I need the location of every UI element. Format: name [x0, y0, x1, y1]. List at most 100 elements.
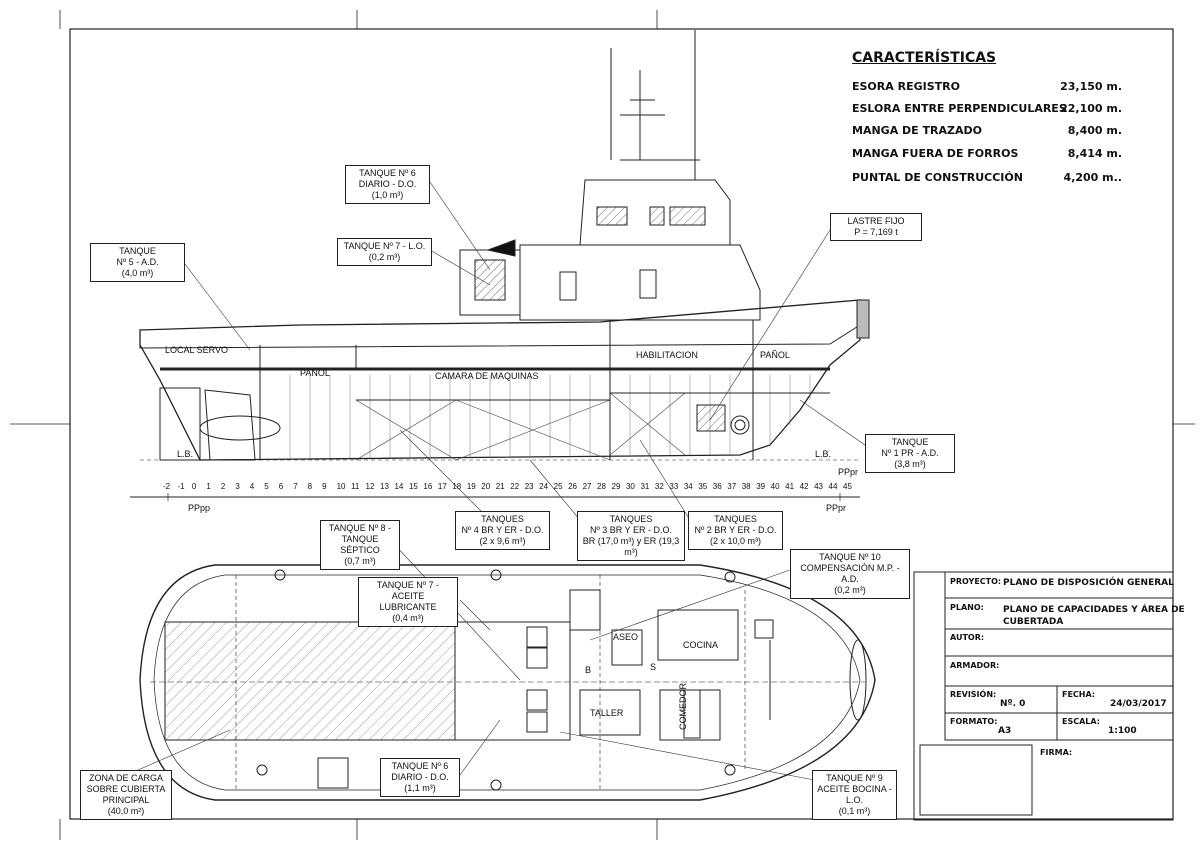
- title-block-frame: [913, 571, 1174, 821]
- tb-plano-label: PLANO:: [950, 603, 984, 612]
- frame-number: 39: [756, 482, 766, 491]
- frame-number: -2: [163, 482, 171, 491]
- frame-number: 10: [336, 482, 346, 491]
- room-aseo: ASEO: [613, 632, 639, 642]
- frame-number: 36: [712, 482, 722, 491]
- frame-number: 37: [727, 482, 737, 491]
- frame-number: 15: [408, 482, 418, 491]
- tb-firma-label: FIRMA:: [1040, 748, 1073, 757]
- frame-number: 31: [640, 482, 650, 491]
- characteristics-title: CARACTERÍSTICAS: [852, 50, 997, 66]
- frame-number: -1: [177, 482, 185, 491]
- room-habilitacion: HABILITACION: [636, 350, 698, 360]
- frame-number: 20: [481, 482, 491, 491]
- spec-value: 23,150 m.: [1060, 80, 1122, 93]
- tb-plano-value-1: PLANO DE CAPACIDADES Y ÁREA DE: [1003, 605, 1185, 615]
- frame-number: 2: [220, 482, 226, 491]
- frame-number: 44: [828, 482, 838, 491]
- room-panol-aft: PAÑOL: [300, 368, 330, 378]
- tb-fecha-value: 24/03/2017: [1110, 699, 1167, 709]
- frame-number: 9: [322, 482, 327, 491]
- profile-view: [130, 30, 870, 498]
- frame-number: 1: [206, 482, 211, 491]
- frame-number: 40: [770, 482, 780, 491]
- frame-number: 19: [466, 482, 476, 491]
- pppr-top: PPpr: [838, 467, 859, 477]
- frame-number: 33: [669, 482, 679, 491]
- tb-escala-value: 1:100: [1108, 726, 1137, 736]
- label-tank-8: TANQUE Nº 8 -TANQUE SÉPTICO(0,7 m³): [320, 520, 400, 570]
- frame-number: 43: [814, 482, 823, 491]
- spec-row: MANGA FUERA DE FORROS 8,414 m.: [852, 147, 1152, 160]
- plan-view: [139, 564, 876, 801]
- tb-formato-label: FORMATO:: [950, 717, 998, 726]
- frame-number: 13: [380, 482, 389, 491]
- spec-label: PUNTAL DE CONSTRUCCIÓN: [852, 171, 1023, 184]
- spec-row: PUNTAL DE CONSTRUCCIÓN 4,200 m..: [852, 171, 1152, 184]
- tb-proyecto-value: PLANO DE DISPOSICIÓN GENERAL: [1003, 578, 1174, 588]
- frame-number: 29: [611, 482, 621, 491]
- frame-number: 18: [452, 482, 462, 491]
- tb-armador-label: ARMADOR:: [950, 661, 1000, 670]
- frame-number: 30: [625, 482, 635, 491]
- tb-plano-value-2: CUBERTADA: [1003, 617, 1064, 627]
- frame-number: 17: [437, 482, 447, 491]
- frame-number: 32: [654, 482, 664, 491]
- room-cocina: COCINA: [683, 640, 719, 650]
- frame-number: 34: [683, 482, 693, 491]
- frame-number: 4: [249, 482, 255, 491]
- frame-number: 45: [843, 482, 852, 491]
- spec-label: MANGA FUERA DE FORROS: [852, 147, 1019, 160]
- room-camara-maquinas: CAMARA DE MAQUINAS: [435, 371, 539, 381]
- frame-number: 6: [278, 482, 284, 491]
- frame-number: 22: [510, 482, 520, 491]
- tb-revision-label: REVISIÓN:: [950, 690, 997, 699]
- frame-number: 24: [539, 482, 549, 491]
- lb-aft: L.B.: [177, 449, 194, 459]
- label-tank-7-profile: TANQUE Nº 7 - L.O.(0,2 m³): [337, 238, 432, 266]
- spec-label: ESORA REGISTRO: [852, 80, 960, 93]
- stair-b: B: [585, 665, 592, 675]
- stair-s: S: [650, 662, 657, 672]
- frame-number: 5: [264, 482, 269, 491]
- lb-fwd: L.B.: [815, 449, 832, 459]
- tb-revision-value: Nº. 0: [1000, 699, 1026, 709]
- spec-value: 22,100 m.: [1060, 102, 1122, 115]
- frame-number: 7: [293, 482, 298, 491]
- tb-proyecto-label: PROYECTO:: [950, 577, 1002, 586]
- room-comedor: COMEDOR: [678, 683, 688, 730]
- tb-autor-label: AUTOR:: [950, 633, 985, 642]
- frame-number: 42: [799, 482, 809, 491]
- frame-number: 12: [365, 482, 375, 491]
- frame-number: 14: [394, 482, 404, 491]
- frame-number: 41: [785, 482, 795, 491]
- frame-number: 8: [307, 482, 313, 491]
- spec-row: ESORA REGISTRO 23,150 m.: [852, 80, 1152, 93]
- tb-escala-label: ESCALA:: [1062, 717, 1100, 726]
- spec-label: MANGA DE TRAZADO: [852, 124, 982, 137]
- frame-ticks: [167, 493, 841, 501]
- frame-number: 27: [582, 482, 592, 491]
- spec-row: ESLORA ENTRE PERPENDICULARES 22,100 m.: [852, 102, 1152, 115]
- spec-label: ESLORA ENTRE PERPENDICULARES: [852, 102, 1067, 115]
- spec-row: MANGA DE TRAZADO 8,400 m.: [852, 124, 1152, 137]
- frame-number: 38: [741, 482, 751, 491]
- tb-formato-value: A3: [998, 726, 1012, 736]
- frame-number: 0: [191, 482, 197, 491]
- room-taller: TALLER: [590, 708, 624, 718]
- tb-fecha-label: FECHA:: [1062, 690, 1096, 699]
- frame-number: 11: [351, 482, 360, 491]
